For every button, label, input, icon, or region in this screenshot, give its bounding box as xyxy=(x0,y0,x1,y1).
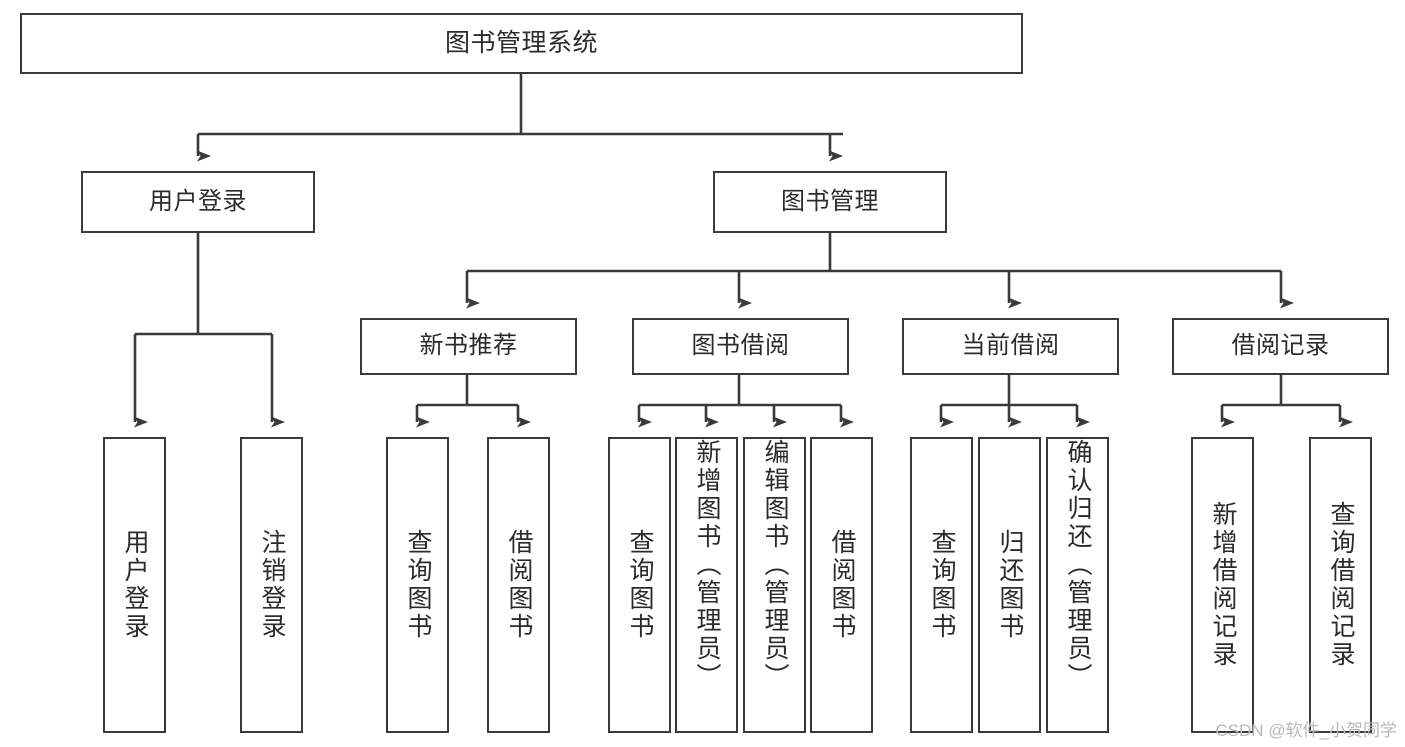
leaf-user-login-label: 用户登录 xyxy=(121,529,149,641)
node-book-manage-label: 图书管理 xyxy=(781,187,879,215)
leaf-add-borrow-record[interactable]: 新增借阅记录 xyxy=(1191,437,1254,733)
node-borrow-record-label: 借阅记录 xyxy=(1231,332,1330,360)
csdn-watermark: CSDN @软件_小贺同学 xyxy=(1215,721,1397,740)
leaf-query-book-recommend[interactable]: 查询图书 xyxy=(386,437,449,733)
leaf-return-book[interactable]: 归还图书 xyxy=(978,437,1041,733)
leaf-query-borrow-record[interactable]: 查询借阅记录 xyxy=(1309,437,1372,733)
leaf-borrow-book-recommend-label: 借阅图书 xyxy=(505,529,533,641)
leaf-edit-book-label: 编辑图书（管理员） xyxy=(761,439,789,691)
node-user-login[interactable]: 用户登录 xyxy=(81,171,315,233)
leaf-add-book[interactable]: 新增图书（管理员） xyxy=(675,437,738,733)
leaf-return-book-label: 归还图书 xyxy=(996,529,1024,641)
node-book-manage[interactable]: 图书管理 xyxy=(713,171,947,233)
node-book-borrow[interactable]: 图书借阅 xyxy=(632,318,849,375)
leaf-add-borrow-record-label: 新增借阅记录 xyxy=(1209,501,1237,669)
node-current-borrow[interactable]: 当前借阅 xyxy=(902,318,1119,375)
leaf-query-book-current-label: 查询图书 xyxy=(928,529,956,641)
leaf-confirm-return[interactable]: 确认归还（管理员） xyxy=(1046,437,1109,733)
node-root-system[interactable]: 图书管理系统 xyxy=(20,13,1023,74)
leaf-query-book-borrow-label: 查询图书 xyxy=(626,529,654,641)
leaf-query-borrow-record-label: 查询借阅记录 xyxy=(1327,501,1355,669)
node-book-borrow-label: 图书借阅 xyxy=(691,332,790,360)
leaf-borrow-book-borrow-label: 借阅图书 xyxy=(828,529,856,641)
leaf-add-book-label: 新增图书（管理员） xyxy=(693,439,721,691)
node-root-system-label: 图书管理系统 xyxy=(444,28,598,57)
node-user-login-label: 用户登录 xyxy=(149,187,247,215)
leaf-borrow-book-recommend[interactable]: 借阅图书 xyxy=(487,437,550,733)
node-new-book-recommend[interactable]: 新书推荐 xyxy=(360,318,577,375)
leaf-user-login[interactable]: 用户登录 xyxy=(103,437,166,733)
leaf-borrow-book-borrow[interactable]: 借阅图书 xyxy=(810,437,873,733)
leaf-query-book-borrow[interactable]: 查询图书 xyxy=(608,437,671,733)
leaf-user-logout-label: 注销登录 xyxy=(258,529,286,641)
node-current-borrow-label: 当前借阅 xyxy=(961,332,1060,360)
leaf-edit-book[interactable]: 编辑图书（管理员） xyxy=(743,437,806,733)
leaf-user-logout[interactable]: 注销登录 xyxy=(240,437,303,733)
leaf-query-book-recommend-label: 查询图书 xyxy=(404,529,432,641)
node-borrow-record[interactable]: 借阅记录 xyxy=(1172,318,1389,375)
node-new-book-recommend-label: 新书推荐 xyxy=(419,332,518,360)
leaf-query-book-current[interactable]: 查询图书 xyxy=(910,437,973,733)
leaf-confirm-return-label: 确认归还（管理员） xyxy=(1064,439,1092,691)
